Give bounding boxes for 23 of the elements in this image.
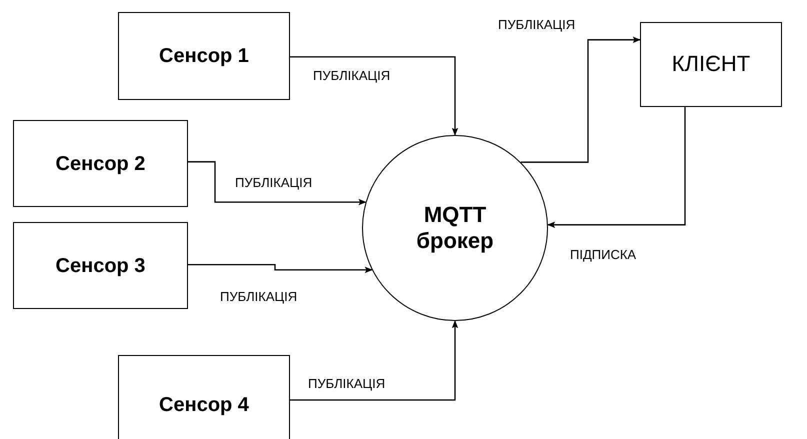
arrow <box>188 264 373 274</box>
edge-label: ПУБЛІКАЦІЯ <box>219 289 298 305</box>
process-box <box>640 22 782 107</box>
process-box <box>13 120 188 207</box>
edge-label: ПУБЛІКАЦІЯ <box>312 68 392 84</box>
edge-label: ПУБЛІКАЦІЯ <box>497 17 576 33</box>
arrow <box>188 161 366 206</box>
edge-label: ПІДПИСКА <box>569 247 638 263</box>
node-label: Сенсор 1 <box>159 44 249 68</box>
node-label: Сенсор 4 <box>159 393 249 417</box>
arrow <box>520 36 641 163</box>
process-box <box>13 222 188 309</box>
node-label: MQTT брокер <box>415 202 495 254</box>
process-box <box>118 12 290 100</box>
edge-label: ПУБЛІКАЦІЯ <box>307 376 386 392</box>
arrow <box>290 320 458 401</box>
edge-label: ПУБЛІКАЦІЯ <box>234 175 314 191</box>
process-box <box>118 355 290 439</box>
node-label: Сенсор 2 <box>56 152 146 176</box>
arrow <box>547 107 686 228</box>
node-label: КЛІЄНТ <box>672 51 750 78</box>
arrow <box>290 56 458 136</box>
node-label: Сенсор 3 <box>56 254 146 278</box>
